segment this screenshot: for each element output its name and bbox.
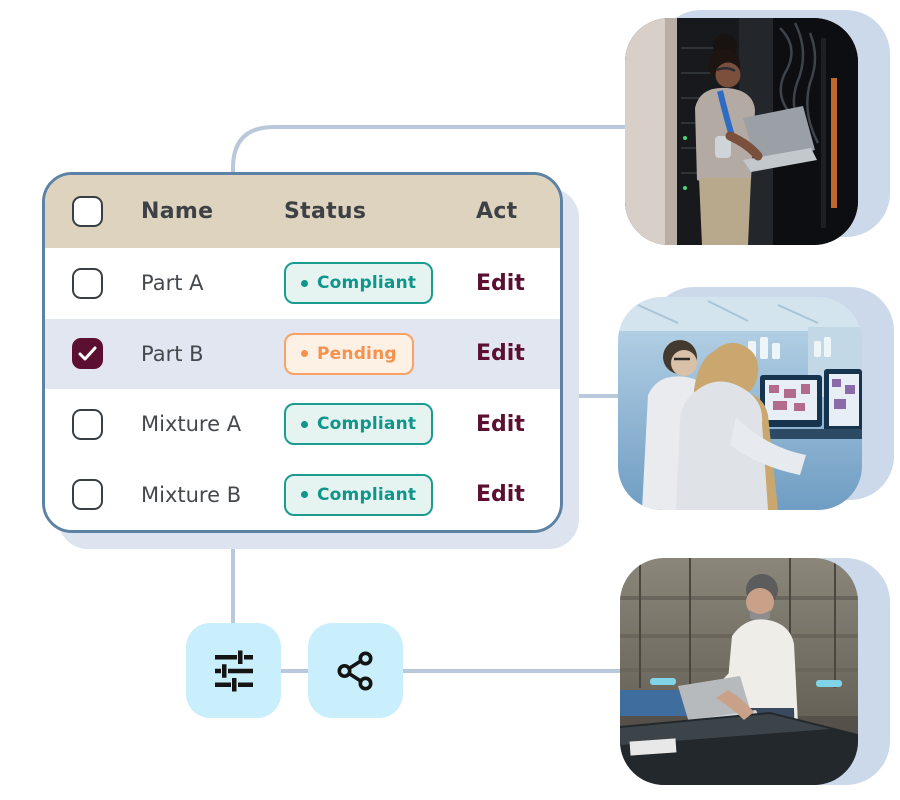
status-dot-icon (301, 350, 308, 358)
status-dot-icon (301, 279, 308, 287)
photo-server-room-engineer (625, 18, 858, 245)
table-body: Part A Compliant Edit Part B Pendi (45, 248, 560, 530)
select-all-checkbox[interactable] (72, 196, 103, 227)
table-row: Part B Pending Edit (45, 318, 560, 389)
tune-icon (214, 650, 253, 691)
row-name: Mixture B (141, 482, 242, 507)
edit-button[interactable]: Edit (476, 270, 525, 296)
table-header-row: Name Status Act (45, 175, 560, 248)
row-checkbox[interactable] (72, 267, 103, 299)
share-button[interactable] (308, 623, 403, 718)
status-dot-icon (301, 420, 308, 428)
column-header-act: Act (476, 199, 518, 224)
table-row: Part A Compliant Edit (45, 248, 560, 319)
status-badge: Pending (284, 332, 414, 375)
row-name: Part A (141, 271, 204, 296)
column-header-status: Status (284, 199, 367, 224)
column-header-name: Name (141, 199, 214, 224)
filter-settings-button[interactable] (186, 623, 281, 718)
status-badge: Compliant (284, 403, 434, 446)
share-icon (337, 651, 372, 690)
row-name: Mixture A (141, 412, 242, 437)
status-label: Compliant (317, 273, 417, 294)
status-badge: Compliant (284, 262, 434, 305)
edit-button[interactable]: Edit (476, 482, 525, 508)
compliance-table: Name Status Act Part A Compliant Edit (42, 172, 563, 533)
row-checkbox[interactable] (72, 479, 103, 511)
edit-button[interactable]: Edit (476, 411, 525, 437)
row-checkbox[interactable] (72, 338, 103, 370)
photo-laboratory-scientists (618, 297, 862, 510)
status-label: Compliant (317, 484, 417, 505)
table-row: Mixture B Compliant Edit (45, 459, 560, 530)
row-checkbox[interactable] (72, 408, 103, 440)
edit-button[interactable]: Edit (476, 341, 525, 367)
status-dot-icon (301, 491, 308, 499)
status-label: Compliant (317, 414, 417, 435)
photo-factory-worker-laptop (620, 558, 858, 785)
row-name: Part B (141, 341, 204, 366)
status-label: Pending (317, 343, 397, 364)
status-badge: Compliant (284, 473, 434, 516)
table-row: Mixture A Compliant Edit (45, 389, 560, 460)
